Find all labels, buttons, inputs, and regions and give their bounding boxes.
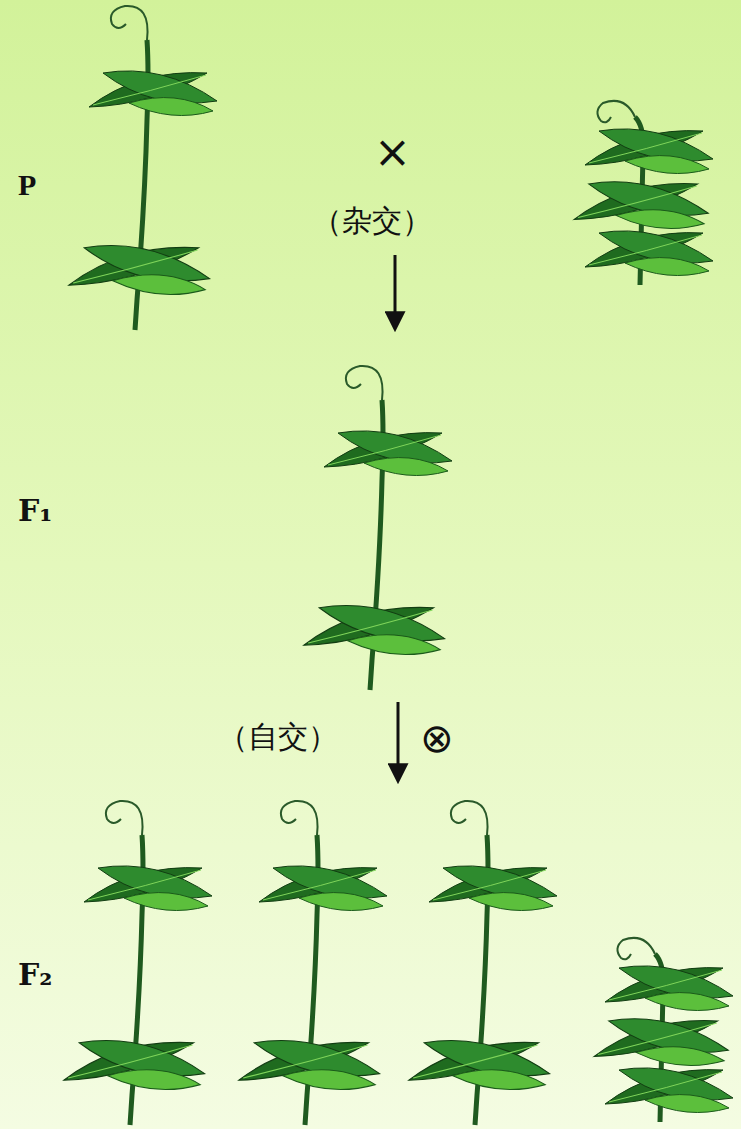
selfing-symbol: ⊗ [420,716,454,760]
generation-label: P [18,168,36,201]
selfing-note: （自交） [218,720,338,753]
generation-label: F₁ [18,494,52,527]
cross-note: （杂交） [312,204,432,237]
cross-symbol: × [374,128,411,176]
generation-label: F₂ [18,958,52,991]
